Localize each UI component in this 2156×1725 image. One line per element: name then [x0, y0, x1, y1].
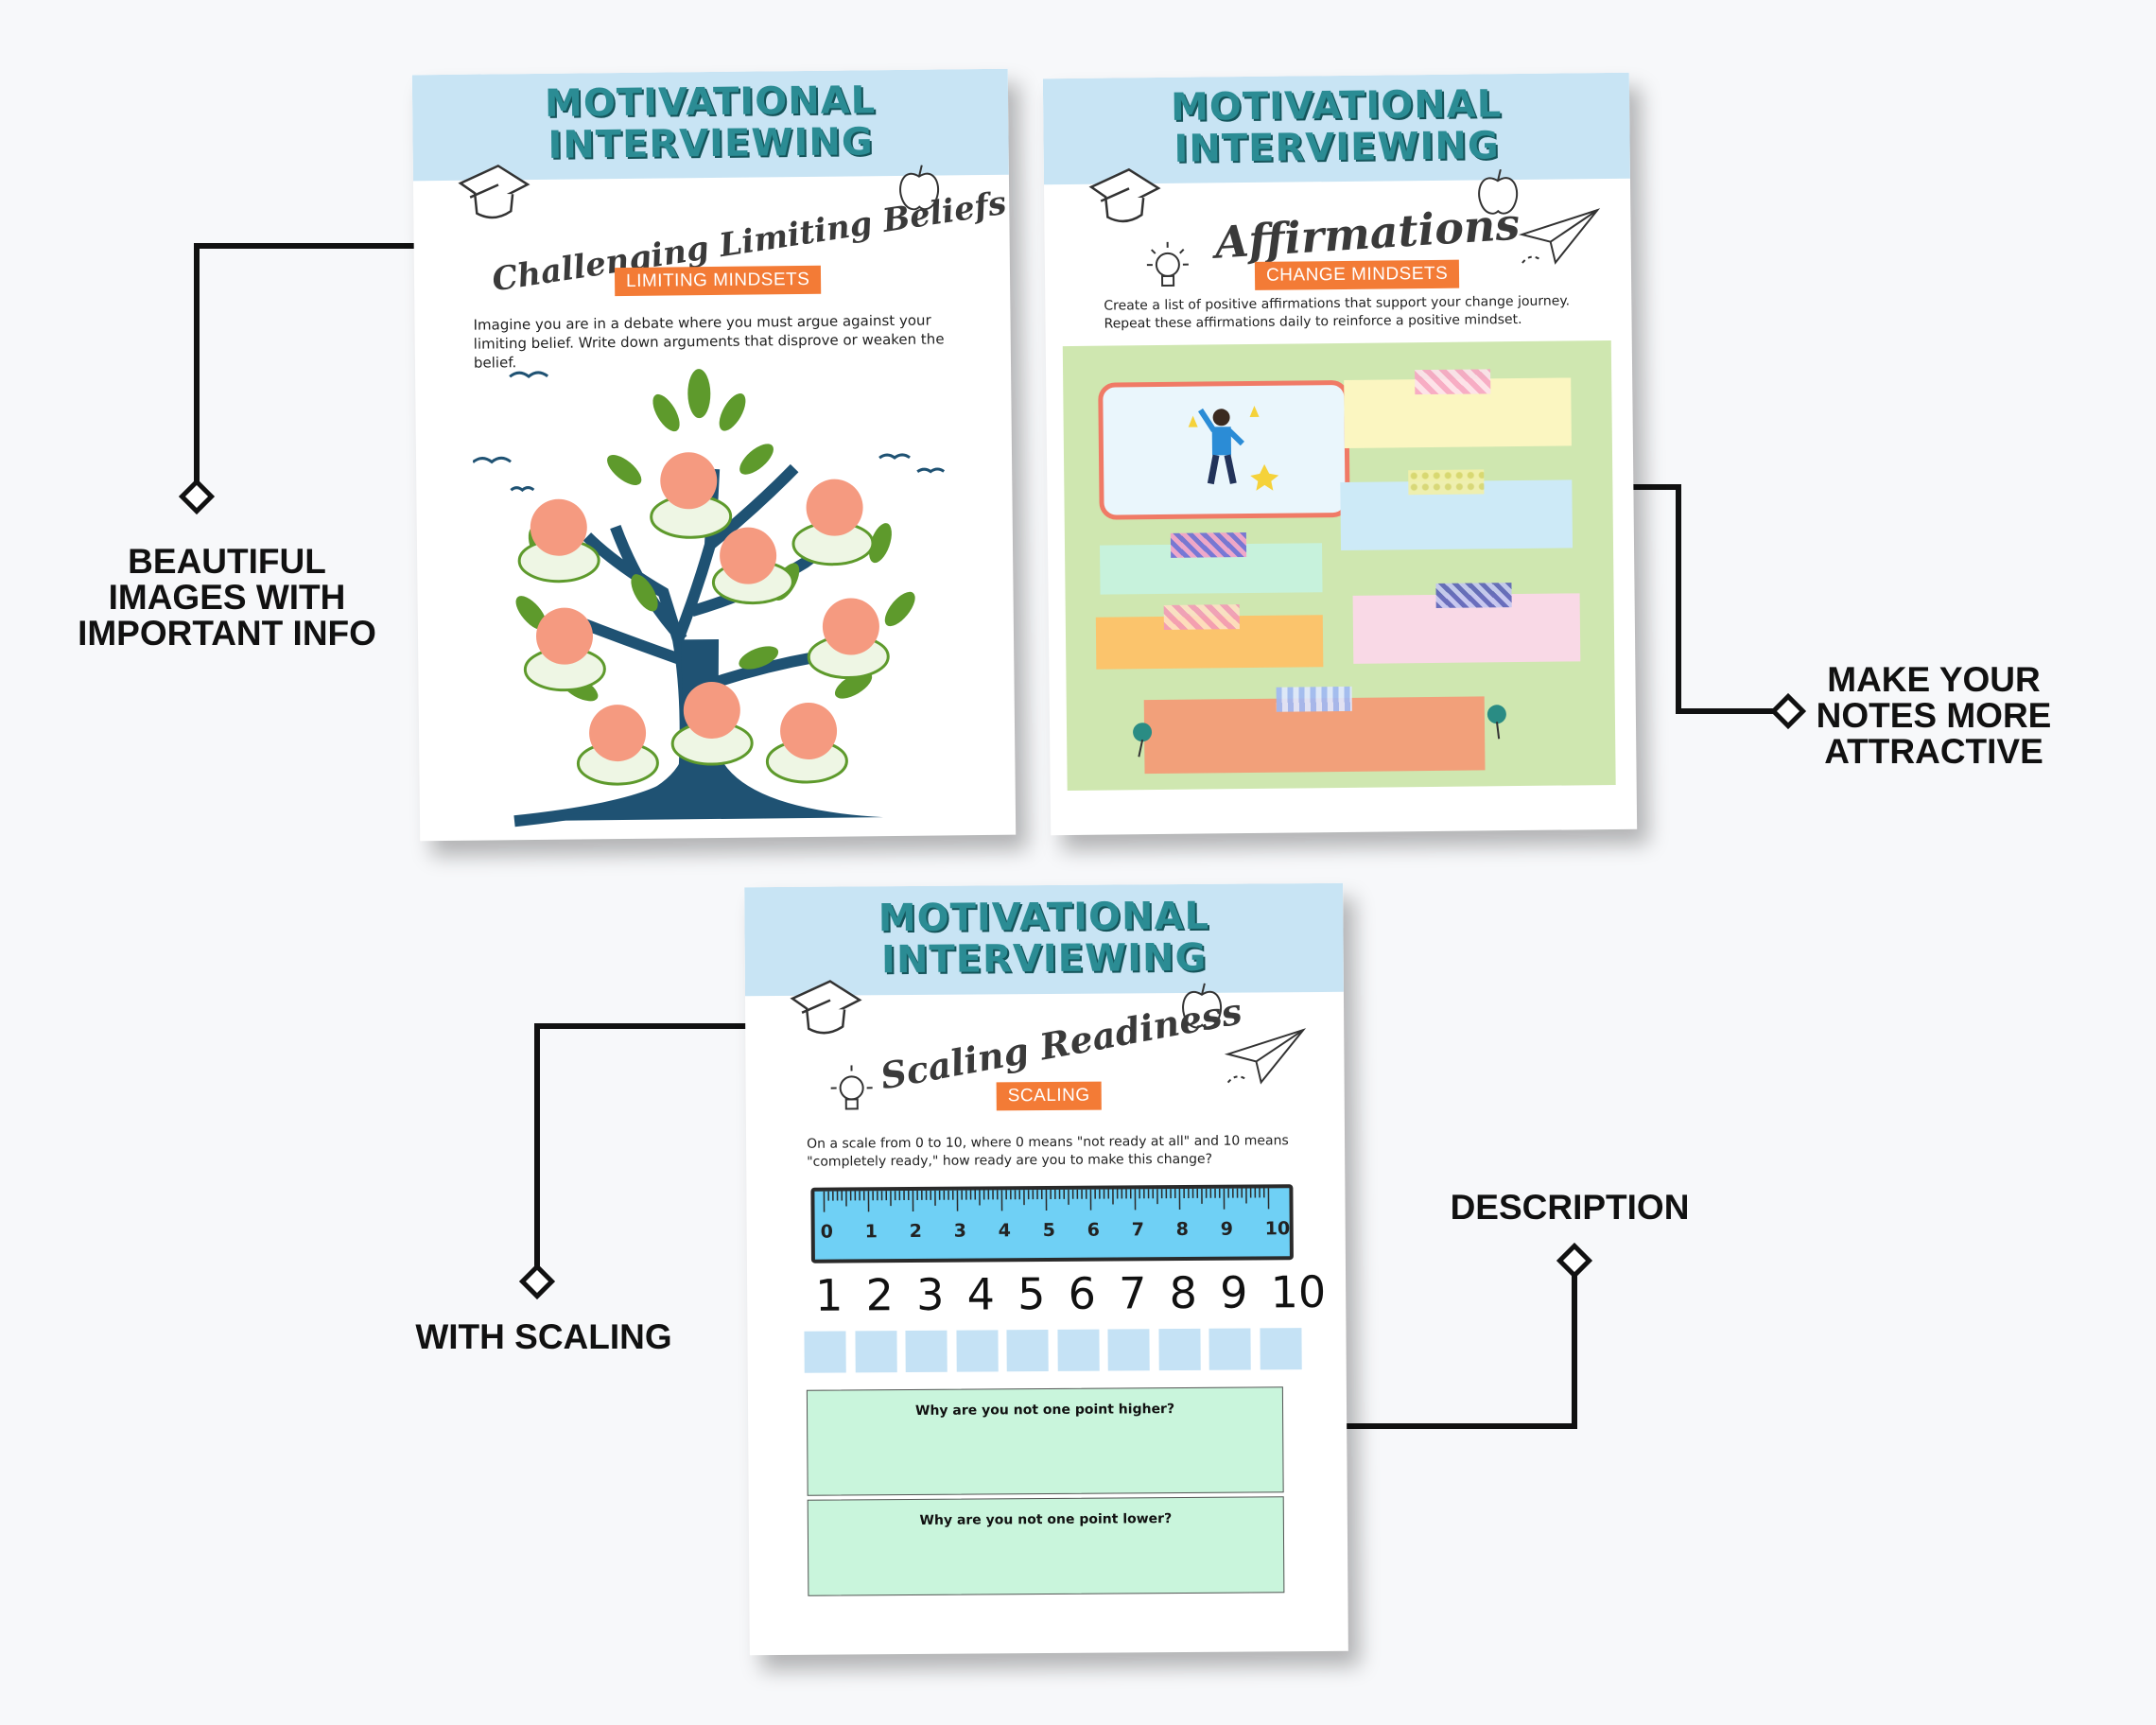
washi-tape [1415, 369, 1491, 395]
callout-images-line2: IMAGES WITH [108, 578, 346, 617]
callout-images-label: BEAUTIFUL IMAGES WITH IMPORTANT INFO [38, 544, 416, 652]
scale-number: 4 [966, 1268, 996, 1320]
apple-icon [1478, 168, 1519, 215]
lightbulb-icon [1146, 241, 1189, 287]
ruler-label: 5 [1042, 1219, 1056, 1242]
ruler-ticks [823, 1188, 1270, 1212]
ruler-label: 10 [1264, 1218, 1291, 1240]
mindset-tag: CHANGE MINDSETS [1254, 259, 1460, 290]
worksheet-page-scaling-readiness: MOTIVATIONAL INTERVIEWING Scaling Readin… [744, 882, 1348, 1656]
callout-description-label: DESCRIPTION [1450, 1188, 1690, 1227]
scale-number: 2 [865, 1269, 895, 1321]
ruler-label: 9 [1220, 1218, 1234, 1240]
jumping-person-illustration [1188, 405, 1279, 491]
page-title: Affirmations [1213, 198, 1521, 269]
graduation-cap-icon [790, 980, 862, 1035]
callout-notes-label: MAKE YOUR NOTES MORE ATTRACTIVE [1778, 662, 2090, 770]
belief-tree-illustration [472, 369, 946, 828]
scale-number: 1 [814, 1269, 843, 1321]
scale-number: 5 [1017, 1268, 1046, 1320]
lightbulb-icon [830, 1065, 873, 1110]
callout-images-line1: BEAUTIFUL [128, 542, 326, 581]
ruler-label: 8 [1175, 1218, 1190, 1241]
washi-tape [1276, 686, 1352, 712]
ruler-label: 7 [1131, 1219, 1145, 1241]
scale-checkbox[interactable] [1259, 1328, 1302, 1370]
washi-tape [1170, 532, 1247, 558]
scale-checkbox[interactable] [905, 1330, 948, 1373]
scale-checkbox[interactable] [1056, 1329, 1100, 1371]
mindset-tag: LIMITING MINDSETS [614, 265, 822, 297]
question-higher: Why are you not one point higher? [914, 1402, 1175, 1419]
pushpin-icon [1487, 705, 1506, 740]
ruler-label: 1 [864, 1221, 878, 1243]
instructions-text: Create a list of positive affirmations t… [1104, 293, 1571, 332]
scale-number: 8 [1169, 1266, 1198, 1319]
callout-scaling-label: WITH SCALING [415, 1317, 672, 1356]
callout-notes-line2: NOTES MORE [1816, 696, 2052, 735]
ruler-label: 4 [998, 1220, 1012, 1242]
scaling-tag: SCALING [996, 1081, 1102, 1111]
scale-checkbox[interactable] [955, 1330, 999, 1372]
callout-notes-line1: MAKE YOUR [1827, 660, 2041, 699]
instructions-text: On a scale from 0 to 10, where 0 means "… [807, 1133, 1289, 1170]
answer-box-lower[interactable]: Why are you not one point lower? [807, 1496, 1285, 1596]
paper-plane-icon [1518, 208, 1601, 265]
scale-checkbox[interactable] [1107, 1329, 1150, 1371]
washi-tape [1408, 469, 1485, 496]
worksheet-page-affirmations: MOTIVATIONAL INTERVIEWING Affirmations C… [1042, 72, 1638, 836]
apple-icon [899, 165, 940, 211]
callout-images-line3: IMPORTANT INFO [78, 614, 376, 653]
ruler-label: 2 [909, 1220, 923, 1243]
scale-checkbox[interactable] [804, 1331, 846, 1373]
pushpin-icon [1133, 723, 1153, 758]
paper-plane-icon [1224, 1028, 1307, 1085]
ruler-label: 6 [1087, 1219, 1101, 1241]
answer-box-higher[interactable]: Why are you not one point higher? [806, 1386, 1284, 1496]
scale-number: 6 [1068, 1267, 1097, 1319]
apple-icon [1182, 983, 1223, 1029]
graduation-cap-icon [458, 164, 530, 219]
scale-checkbox[interactable] [1157, 1328, 1201, 1371]
scale-number: 7 [1118, 1267, 1147, 1319]
washi-tape [1163, 604, 1240, 630]
worksheet-page-limiting-beliefs: MOTIVATIONAL INTERVIEWING Challenging Li… [411, 68, 1017, 842]
scale-checkbox[interactable] [1006, 1329, 1049, 1372]
header-title-line1: MOTIVATIONAL [1170, 82, 1503, 130]
question-lower: Why are you not one point lower? [919, 1511, 1173, 1528]
header-title-line1: MOTIVATIONAL [544, 78, 877, 126]
graduation-cap-icon [1088, 167, 1161, 223]
callout-notes-line3: ATTRACTIVE [1824, 732, 2043, 771]
readiness-ruler: 0 1 2 3 4 5 6 7 8 9 10 [810, 1184, 1294, 1263]
scale-number: 3 [915, 1268, 945, 1320]
scale-number: 9 [1219, 1266, 1248, 1318]
header-title-line1: MOTIVATIONAL [878, 894, 1210, 941]
ruler-label: 0 [820, 1221, 834, 1243]
scale-checkbox[interactable] [854, 1331, 897, 1373]
scale-number: 10 [1270, 1265, 1327, 1318]
ruler-label: 3 [953, 1220, 967, 1242]
scale-checkbox[interactable] [1208, 1328, 1251, 1370]
washi-tape [1435, 583, 1512, 608]
